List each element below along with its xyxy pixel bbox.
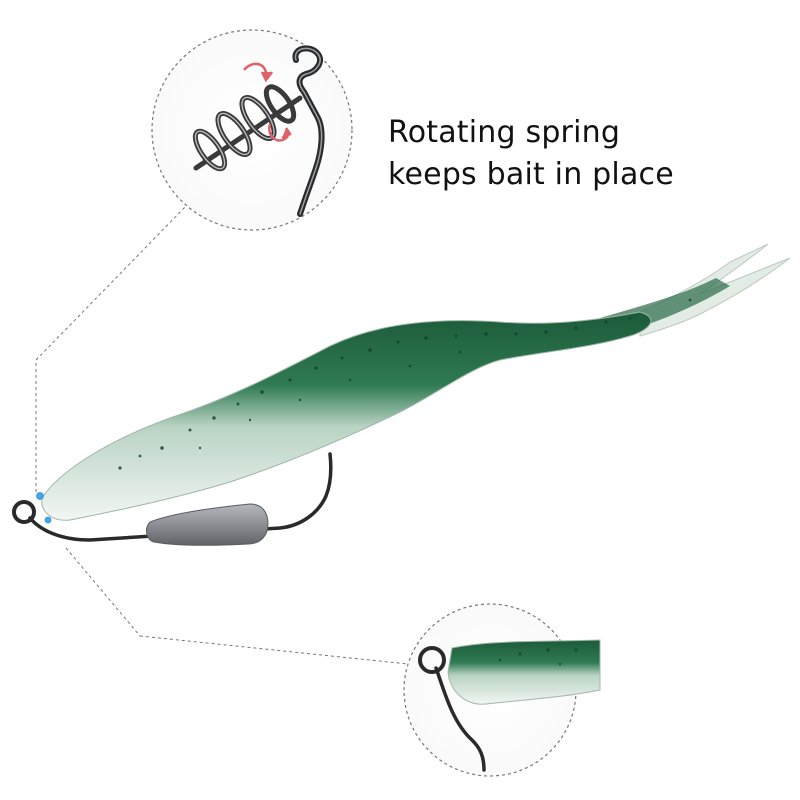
soft-bait-body [36, 243, 791, 524]
rotation-arrow-icon [243, 62, 292, 142]
feature-caption: Rotating spring keeps bait in place [388, 112, 708, 196]
zoom-circle-head [403, 603, 601, 777]
lead-weight [146, 503, 269, 546]
caption-line-1: Rotating spring [388, 115, 621, 150]
weighted-hook [12, 452, 333, 546]
zoom-circle-spring [151, 29, 353, 231]
caption-line-2: keeps bait in place [388, 157, 674, 192]
leader-lines [35, 203, 409, 665]
eye-dot [36, 492, 44, 500]
